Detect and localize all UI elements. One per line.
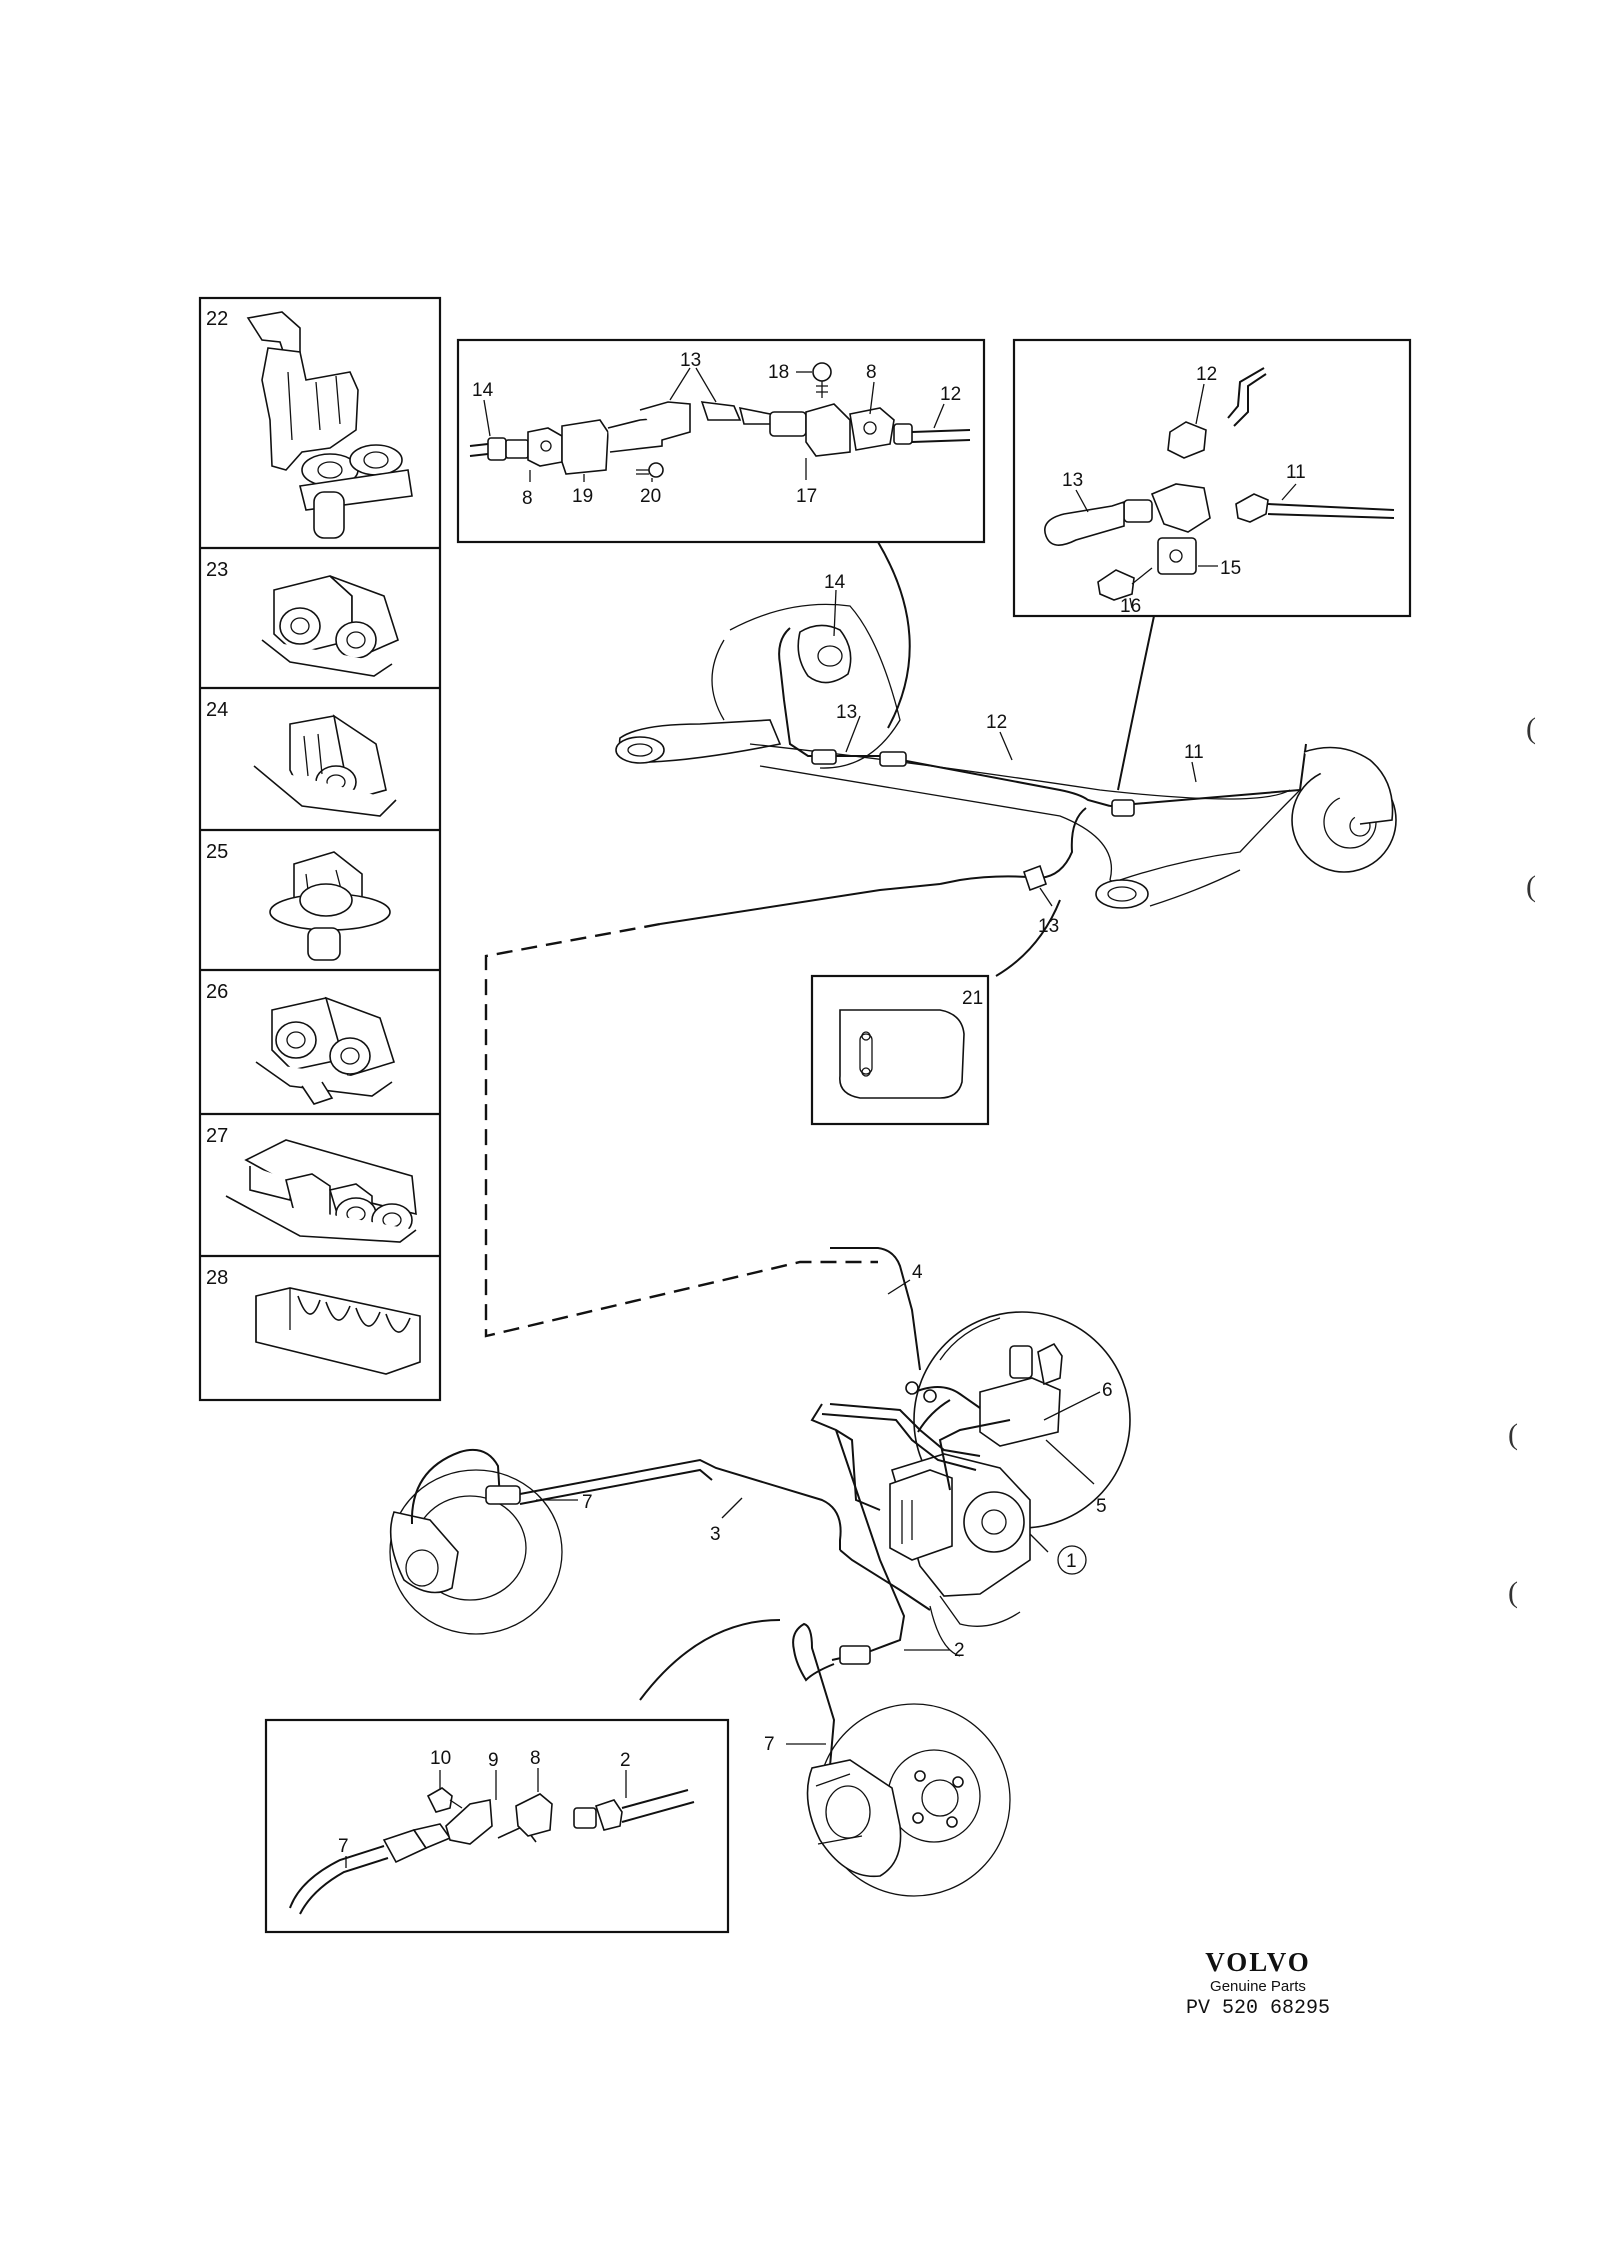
clip-25-illustration [269,851,391,961]
label-8-detail-top: 8 [866,362,877,383]
label-7-front-right: 7 [764,1734,775,1755]
label-2-bottom: 2 [620,1750,631,1771]
clip-28-illustration [255,1287,421,1375]
label-12-detail: 12 [940,384,961,405]
margin-mark: ( [1508,1418,1518,1451]
dashed-brake-line-route [484,922,878,1338]
pad-detail: 21 [810,899,1061,1126]
part-number: PV 520 68295 [1185,1997,1331,2020]
label-13-axle-upper: 13 [836,702,857,723]
front-right-brake [639,1429,1011,1897]
brake-line-4 [830,1247,921,1371]
label-21-pad: 21 [962,988,983,1009]
label-19-detail: 19 [572,486,593,507]
label-1-circled: 1 [1066,1551,1077,1572]
main-unit-labels: 4 6 5 3 1 2 7 [710,1262,1113,1755]
legend-column: 22 23 24 25 26 27 28 [198,296,442,1402]
brand-subtitle: Genuine Parts [1210,1978,1306,1995]
legend-number-25: 25 [206,841,228,863]
label-3: 3 [710,1524,721,1545]
label-11-union: 11 [1286,462,1306,483]
rear-axle-assembly: 14 13 12 11 13 [615,572,1397,937]
label-15-union: 15 [1220,558,1241,579]
clip-27-illustration [225,1139,417,1243]
legend-number-26: 26 [206,981,228,1003]
legend-number-23: 23 [206,559,228,581]
margin-mark: ( [1526,712,1536,745]
clip-26-illustration [255,996,396,1105]
detail-hose-bracket: 14 13 18 8 12 8 19 20 17 [456,338,986,544]
clip-24-illustration [253,714,397,817]
label-18-detail: 18 [768,362,789,383]
label-6: 6 [1102,1380,1113,1401]
leader-bottom-detail [639,1619,781,1701]
front-left-brake: 7 [389,1448,931,1635]
legend-number-28: 28 [206,1267,228,1289]
label-4: 4 [912,1262,923,1283]
leader-detail-right [1117,615,1155,791]
label-7-bottom: 7 [338,1836,349,1857]
volvo-logo: VOLVO [1205,1947,1311,1977]
label-14-detail: 14 [472,380,494,401]
label-8-bottom: 8 [530,1748,541,1769]
label-8-detail-bottom: 8 [522,488,533,509]
label-13-union: 13 [1062,470,1083,491]
label-16-union: 16 [1120,596,1141,617]
clip-bracket-22-illustration [246,311,413,539]
margin-mark: ( [1526,870,1536,903]
legend-number-27: 27 [206,1125,228,1147]
label-9-bottom: 9 [488,1750,499,1771]
master-cylinder-unit [810,1311,1131,1657]
detail-hose-connection: 10 9 8 2 7 [264,1718,730,1934]
legend-number-22: 22 [206,308,228,330]
label-13-detail: 13 [680,350,701,371]
brand-block: VOLVO Genuine Parts PV 520 68295 [1183,1947,1333,2021]
label-12-union: 12 [1196,364,1217,385]
label-11-axle: 11 [1184,742,1204,763]
label-12-axle: 12 [986,712,1007,733]
label-14-axle: 14 [824,572,846,593]
label-5: 5 [1096,1496,1107,1517]
margin-mark: ( [1508,1576,1518,1609]
label-17-detail: 17 [796,486,817,507]
label-2: 2 [954,1640,965,1661]
label-20-detail: 20 [640,486,661,507]
leader-detail-left [877,541,911,729]
detail-hose-union: 12 13 11 15 16 [1012,338,1412,618]
clip-23-illustration [261,575,399,677]
label-7-front-left: 7 [582,1492,593,1513]
legend-number-24: 24 [206,699,228,721]
label-10-bottom: 10 [430,1748,451,1769]
